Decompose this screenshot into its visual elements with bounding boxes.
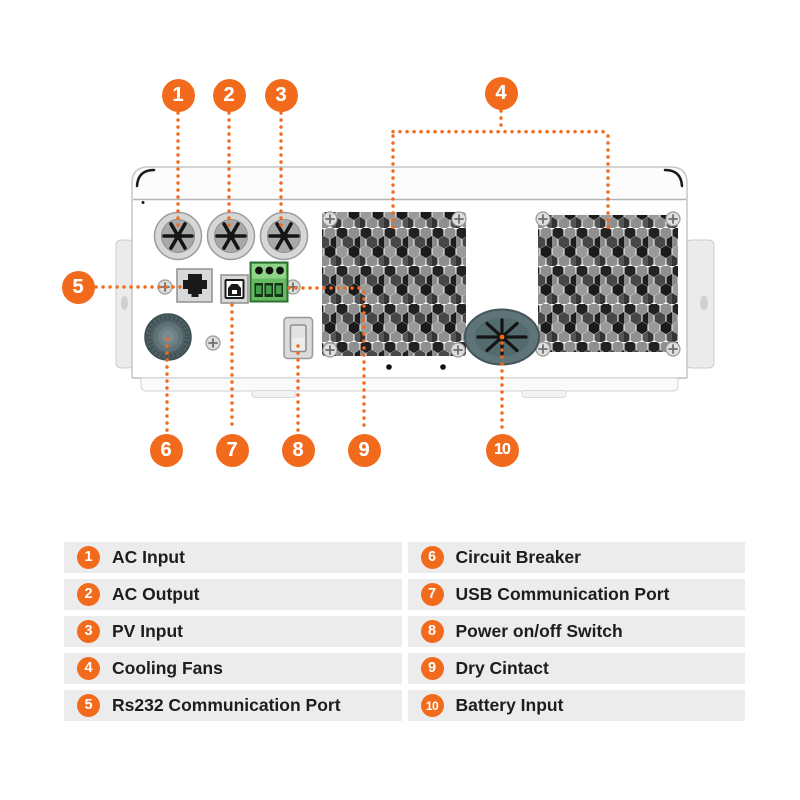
legend-column-left: 1 AC Input 2 AC Output 3 PV Input 4 Cooling Fan…	[64, 542, 402, 721]
legend-item-9: 9 Dry Cintact	[407, 653, 745, 684]
legend-item-1: 1 AC Input	[64, 542, 402, 573]
legend-number-badge: 3	[77, 620, 100, 643]
legend-item-2: 2 AC Output	[64, 579, 402, 610]
legend-item-3: 3 PV Input	[64, 616, 402, 647]
legend-number-badge: 8	[420, 620, 444, 643]
dry-contact-terminal	[249, 261, 289, 303]
callout-5: 5	[61, 270, 95, 304]
legend-label: USB Communication Port	[455, 584, 670, 604]
legend-label: AC Output	[112, 584, 200, 604]
callout-line-4	[391, 109, 610, 233]
legend-label: Circuit Breaker	[455, 547, 581, 567]
callout-4: 4	[484, 76, 518, 110]
legend-label: Power on/off Switch	[455, 621, 623, 641]
legend-item-8: 8 Power on/off Switch	[407, 616, 745, 647]
legend-item-4: 4 Cooling Fans	[64, 653, 402, 684]
legend-label: Dry Cintact	[455, 658, 549, 678]
usb-port	[220, 274, 249, 304]
legend-number-badge: 2	[77, 583, 100, 606]
legend-item-5: 5 Rs232 Communication Port	[64, 690, 402, 721]
callout-10: 10	[485, 433, 519, 467]
legend-item-7: 7 USB Communication Port	[407, 579, 745, 610]
legend-number-badge: 9	[420, 657, 444, 680]
cooling-vent-left	[322, 212, 466, 356]
panel-hole	[440, 364, 446, 370]
battery-input-port	[464, 308, 540, 366]
rs232-port	[176, 268, 213, 303]
pv-input-gland	[258, 210, 310, 262]
ac-output-gland	[205, 210, 257, 262]
callout-7: 7	[215, 433, 249, 467]
callout-9: 9	[347, 433, 381, 467]
callout-8: 8	[281, 433, 315, 467]
legend: 1 AC Input 2 AC Output 3 PV Input 4 Cooling Fan…	[64, 542, 745, 721]
legend-number-badge: 1	[77, 546, 100, 569]
legend-label: Battery Input	[455, 695, 564, 715]
callout-1: 1	[161, 78, 195, 112]
legend-column-right: 6 Circuit Breaker 7 USB Communication Port 8…	[407, 542, 745, 721]
legend-number-badge: 5	[77, 694, 100, 717]
callout-3: 3	[264, 78, 298, 112]
left-mounting-flange	[115, 239, 134, 369]
callout-6: 6	[149, 433, 183, 467]
callout-2: 2	[212, 78, 246, 112]
callout-line-9	[287, 286, 366, 433]
legend-label: Cooling Fans	[112, 658, 223, 678]
legend-number-badge: 4	[77, 657, 100, 680]
cooling-vent-right	[538, 215, 678, 352]
legend-label: AC Input	[112, 547, 185, 567]
right-mounting-flange	[685, 239, 715, 369]
legend-label: PV Input	[112, 621, 183, 641]
legend-item-10: 10 Battery Input	[407, 690, 745, 721]
legend-number-badge: 10	[420, 694, 444, 717]
panel-hole	[386, 364, 392, 370]
legend-label: Rs232 Communication Port	[112, 695, 341, 715]
callout-lines	[94, 109, 610, 433]
legend-number-badge: 6	[420, 546, 444, 569]
legend-item-6: 6 Circuit Breaker	[407, 542, 745, 573]
legend-number-badge: 7	[420, 583, 444, 606]
